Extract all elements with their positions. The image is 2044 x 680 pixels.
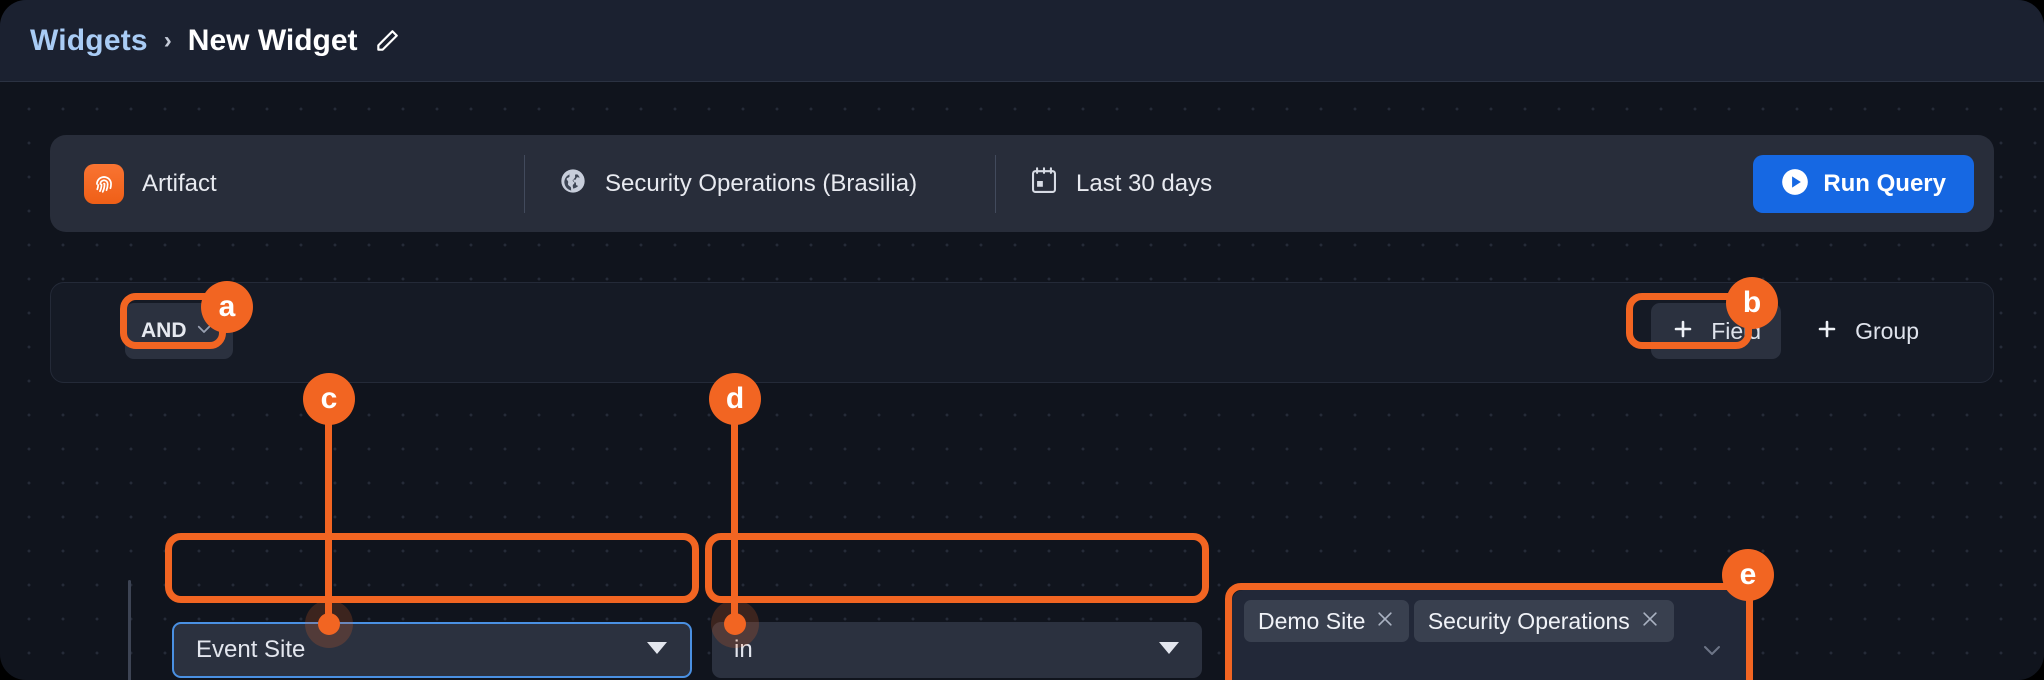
value-chip-label: Security Operations <box>1427 607 1630 634</box>
time-range-selector[interactable]: Last 30 days <box>996 135 1994 232</box>
caret-down-icon <box>646 641 668 660</box>
add-group-label: Group <box>1855 317 1919 344</box>
run-query-button[interactable]: Run Query <box>1753 155 1974 213</box>
artifact-selector[interactable]: Artifact <box>50 135 524 232</box>
logic-operator-dropdown[interactable]: AND <box>125 303 233 359</box>
condition-group-guide <box>128 580 131 680</box>
logic-operator-label: AND <box>141 319 187 342</box>
value-chip-label: Demo Site <box>1258 607 1366 634</box>
breadcrumb: Widgets › New Widget <box>30 24 400 58</box>
chevron-down-icon[interactable] <box>1700 638 1724 662</box>
condition-operator-value: in <box>734 636 753 663</box>
chevron-down-icon <box>195 320 213 343</box>
tenant-label: Security Operations (Brasilia) <box>605 169 918 197</box>
play-icon <box>1781 168 1809 201</box>
pencil-icon[interactable] <box>374 28 400 54</box>
calendar-icon <box>1030 166 1058 201</box>
caret-down-icon <box>1158 641 1180 660</box>
time-range-label: Last 30 days <box>1076 169 1213 197</box>
value-chip[interactable]: Demo Site <box>1244 600 1410 642</box>
plus-icon <box>1815 317 1839 346</box>
close-icon[interactable] <box>1640 609 1660 634</box>
close-icon[interactable] <box>1375 609 1395 634</box>
tenant-selector[interactable]: Security Operations (Brasilia) <box>525 135 995 232</box>
divider <box>524 154 525 213</box>
add-field-button[interactable]: Field <box>1651 303 1782 359</box>
breadcrumb-separator-icon: › <box>163 26 172 54</box>
add-group-button[interactable]: Group <box>1795 303 1939 359</box>
query-source-bar: Artifact Security Operations (Brasilia) <box>50 135 1994 232</box>
breadcrumb-link-widgets[interactable]: Widgets <box>30 23 148 57</box>
artifact-label: Artifact <box>142 169 217 197</box>
run-query-label: Run Query <box>1823 170 1946 197</box>
plus-icon <box>1671 317 1695 346</box>
condition-field-dropdown[interactable]: Event Site <box>172 622 692 678</box>
condition-field-value: Event Site <box>196 636 306 663</box>
add-buttons-group: Field Group <box>1651 303 1939 359</box>
filter-toolbar-panel: AND Field <box>50 282 1994 383</box>
page-title: New Widget <box>187 23 358 57</box>
condition-value-multiselect[interactable]: Demo Site Security Operations <box>1232 590 1746 680</box>
value-chip[interactable]: Security Operations <box>1413 600 1674 642</box>
page-header: Widgets › New Widget <box>0 0 2044 82</box>
fingerprint-icon <box>84 163 124 204</box>
divider <box>995 154 996 213</box>
add-field-label: Field <box>1711 317 1762 344</box>
condition-operator-dropdown[interactable]: in <box>712 622 1202 678</box>
builder-canvas: Artifact Security Operations (Brasilia) <box>0 82 2044 680</box>
globe-icon <box>559 167 587 200</box>
